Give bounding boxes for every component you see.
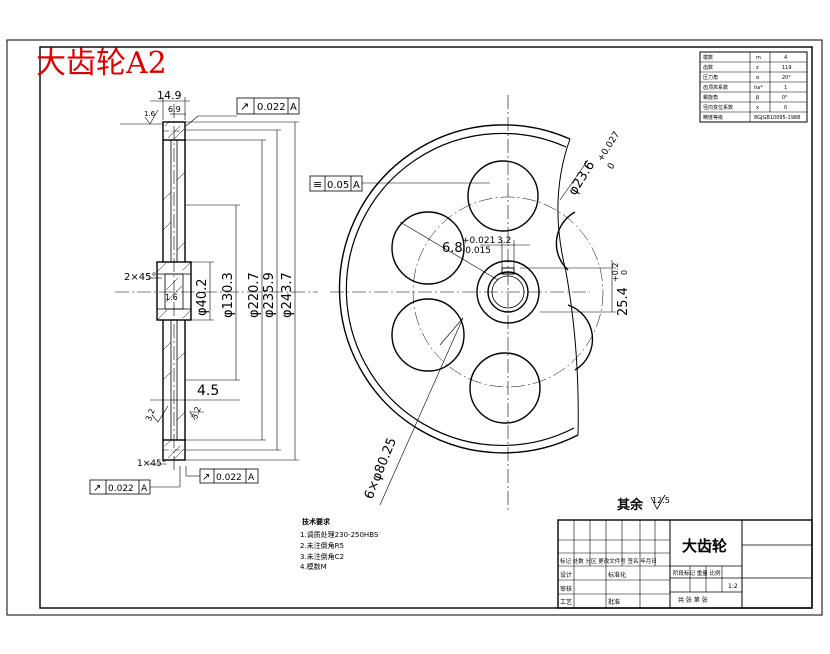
svg-text:3.未注倒角C2: 3.未注倒角C2 [300, 552, 344, 561]
designer-label: 设计 [560, 571, 572, 579]
fcf-runout-bottom: ↗ 0.022 A [199, 468, 259, 484]
svg-text:螺旋角: 螺旋角 [703, 94, 718, 101]
rest-roughness: 其余 12.5 [617, 494, 670, 513]
dim-hole-tol: +0.027 [596, 130, 622, 164]
svg-text:0: 0 [784, 105, 787, 111]
outer-border [6, 39, 823, 616]
dim-key-tol-a: +0.2 [611, 263, 620, 282]
dim-width-web: 6.9 [168, 105, 181, 114]
fcf-datum: A [353, 180, 360, 191]
sheet-title: 大齿轮A2 [36, 46, 167, 81]
rough-a: 3.2 [144, 407, 157, 422]
svg-text:α: α [756, 75, 760, 81]
fcf-value: 0.022 [216, 473, 242, 483]
inner-border [39, 46, 813, 609]
svg-text:8GJGB10095-1988: 8GJGB10095-1988 [754, 115, 800, 121]
svg-text:z: z [756, 65, 759, 71]
fcf-value: 0.05 [327, 180, 349, 191]
dim-hole-tol0: 0 [606, 161, 618, 171]
rough-top: 1.6 [144, 110, 156, 118]
title-block [557, 519, 813, 609]
dim-web-thk: 4.5 [197, 383, 219, 399]
rough-key: 3.2 [497, 236, 511, 246]
svg-text:12.5: 12.5 [652, 496, 670, 505]
scale-value: 1:2 [728, 583, 738, 590]
fcf-runout-top: ↗ 0.022 A [236, 97, 300, 115]
svg-text:m: m [756, 55, 761, 61]
dim-key-tol-up: +0.021 [462, 236, 495, 246]
dim-six-holes: 6×φ80.25 [362, 436, 400, 502]
svg-text:0°: 0° [782, 95, 788, 101]
std-label: 标准化 [608, 571, 626, 579]
process-label: 工艺 [560, 598, 572, 606]
dim-d220: φ220.7 [247, 272, 262, 318]
dim-d130: φ130.3 [221, 272, 236, 318]
fcf-datum: A [248, 473, 255, 483]
svg-text:其余: 其余 [617, 497, 644, 513]
svg-text:齿数: 齿数 [703, 64, 713, 71]
gear-parameter-table: 模数 m 4 齿数 z 119 压力角 α 20° 齿顶高系数 ha* 1 螺旋… [699, 51, 808, 123]
fcf-runout-left: ↗ 0.022 A [89, 479, 151, 495]
rough-hub: 1.6 [165, 293, 178, 302]
svg-text:齿顶高系数: 齿顶高系数 [703, 84, 728, 91]
svg-text:模数: 模数 [703, 54, 713, 61]
section-dimensions [120, 97, 299, 488]
dim-width-hub: 14.9 [157, 89, 182, 102]
dim-chamfer-2x45: 2×45° [124, 272, 156, 283]
dim-key-width: 6.8 [442, 241, 463, 256]
gear-front-view [330, 95, 616, 510]
svg-text:2.未注倒角R5: 2.未注倒角R5 [300, 541, 344, 550]
fcf-datum: A [290, 102, 297, 113]
fcf-symbol: ≡ [313, 178, 322, 191]
rough-b: 3.2 [190, 405, 203, 420]
fcf-value: 0.022 [257, 102, 286, 113]
part-name: 大齿轮 [682, 537, 727, 555]
svg-text:x: x [756, 105, 759, 111]
technical-notes: 技术要求 1.调质处理230-250HBS 2.未注倒角R5 3.未注倒角C2 … [300, 517, 379, 571]
section-dim-text: 14.9 6.9 1.6 2×45° 1×45° 4.5 1.6 3.2 3.2… [124, 89, 295, 469]
fcf-symbol: ↗ [240, 100, 249, 113]
fcf-symmetry: ≡ 0.05 A [309, 175, 490, 192]
stage-row: 阶段标记 重量 比例 [673, 569, 721, 577]
dim-d235: φ235.9 [262, 272, 277, 318]
dim-key-depth: 25.4 [616, 287, 631, 316]
dim-d40: φ40.2 [195, 278, 210, 316]
svg-text:径向变位系数: 径向变位系数 [703, 104, 733, 111]
sheets-label: 共 张 第 张 [678, 596, 708, 604]
fcf-value: 0.022 [108, 484, 134, 494]
fcf-datum: A [141, 484, 148, 494]
header-row: 标记 处数 分区 更改文件号 签名 年月日 [560, 557, 657, 565]
svg-text:β: β [756, 95, 759, 101]
dim-chamfer-1x45: 1×45° [137, 459, 166, 469]
dim-d243: φ243.7 [280, 272, 295, 318]
dim-hole-dia: φ23.6 [566, 158, 599, 198]
dim-key-tol-b: 0 [620, 270, 629, 275]
svg-text:1: 1 [784, 85, 787, 91]
svg-text:20°: 20° [782, 75, 791, 81]
svg-text:ha*: ha* [754, 85, 763, 91]
svg-text:4.模数M: 4.模数M [300, 562, 327, 571]
svg-text:压力角: 压力角 [703, 74, 718, 81]
dim-key-tol-dn: -0.015 [462, 246, 491, 256]
audit-label: 审核 [560, 585, 572, 593]
svg-text:1.调质处理230-250HBS: 1.调质处理230-250HBS [300, 530, 379, 539]
svg-text:4: 4 [784, 55, 787, 61]
svg-text:119: 119 [782, 65, 792, 71]
fcf-symbol: ↗ [93, 483, 101, 494]
approve-label: 批准 [608, 598, 620, 606]
svg-text:技术要求: 技术要求 [302, 517, 331, 526]
title-block-text: 大齿轮 标记 处数 分区 更改文件号 签名 年月日 设计 标准化 阶段标记 重量… [560, 537, 738, 606]
fcf-symbol: ↗ [202, 472, 210, 483]
svg-text:精度等级: 精度等级 [703, 114, 723, 121]
